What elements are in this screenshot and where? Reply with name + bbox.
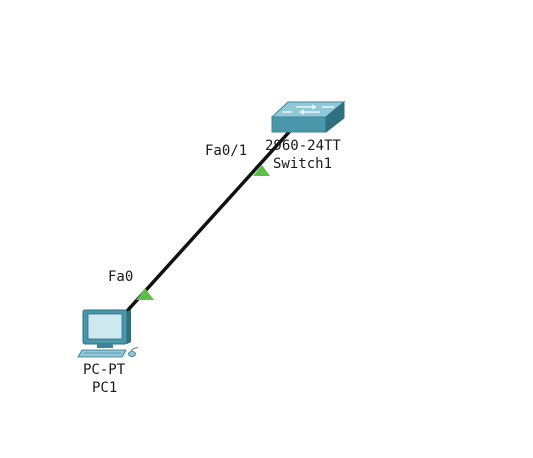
pc-icon[interactable] [77,309,139,358]
switch-icon[interactable] [270,100,346,134]
pc-name-label[interactable]: PC1 [92,380,118,396]
switch-model-label: 2960-24TT [265,138,341,154]
link-up-indicator-switch-icon [253,165,270,176]
ethernet-cable-link[interactable] [126,129,292,312]
pc-model-label: PC-PT [83,362,126,378]
switch-port-label: Fa0/1 [205,143,248,159]
link-up-indicator-pc-icon [136,288,154,300]
pc-port-label: Fa0 [108,269,134,285]
switch-name-label[interactable]: Switch1 [273,156,333,172]
